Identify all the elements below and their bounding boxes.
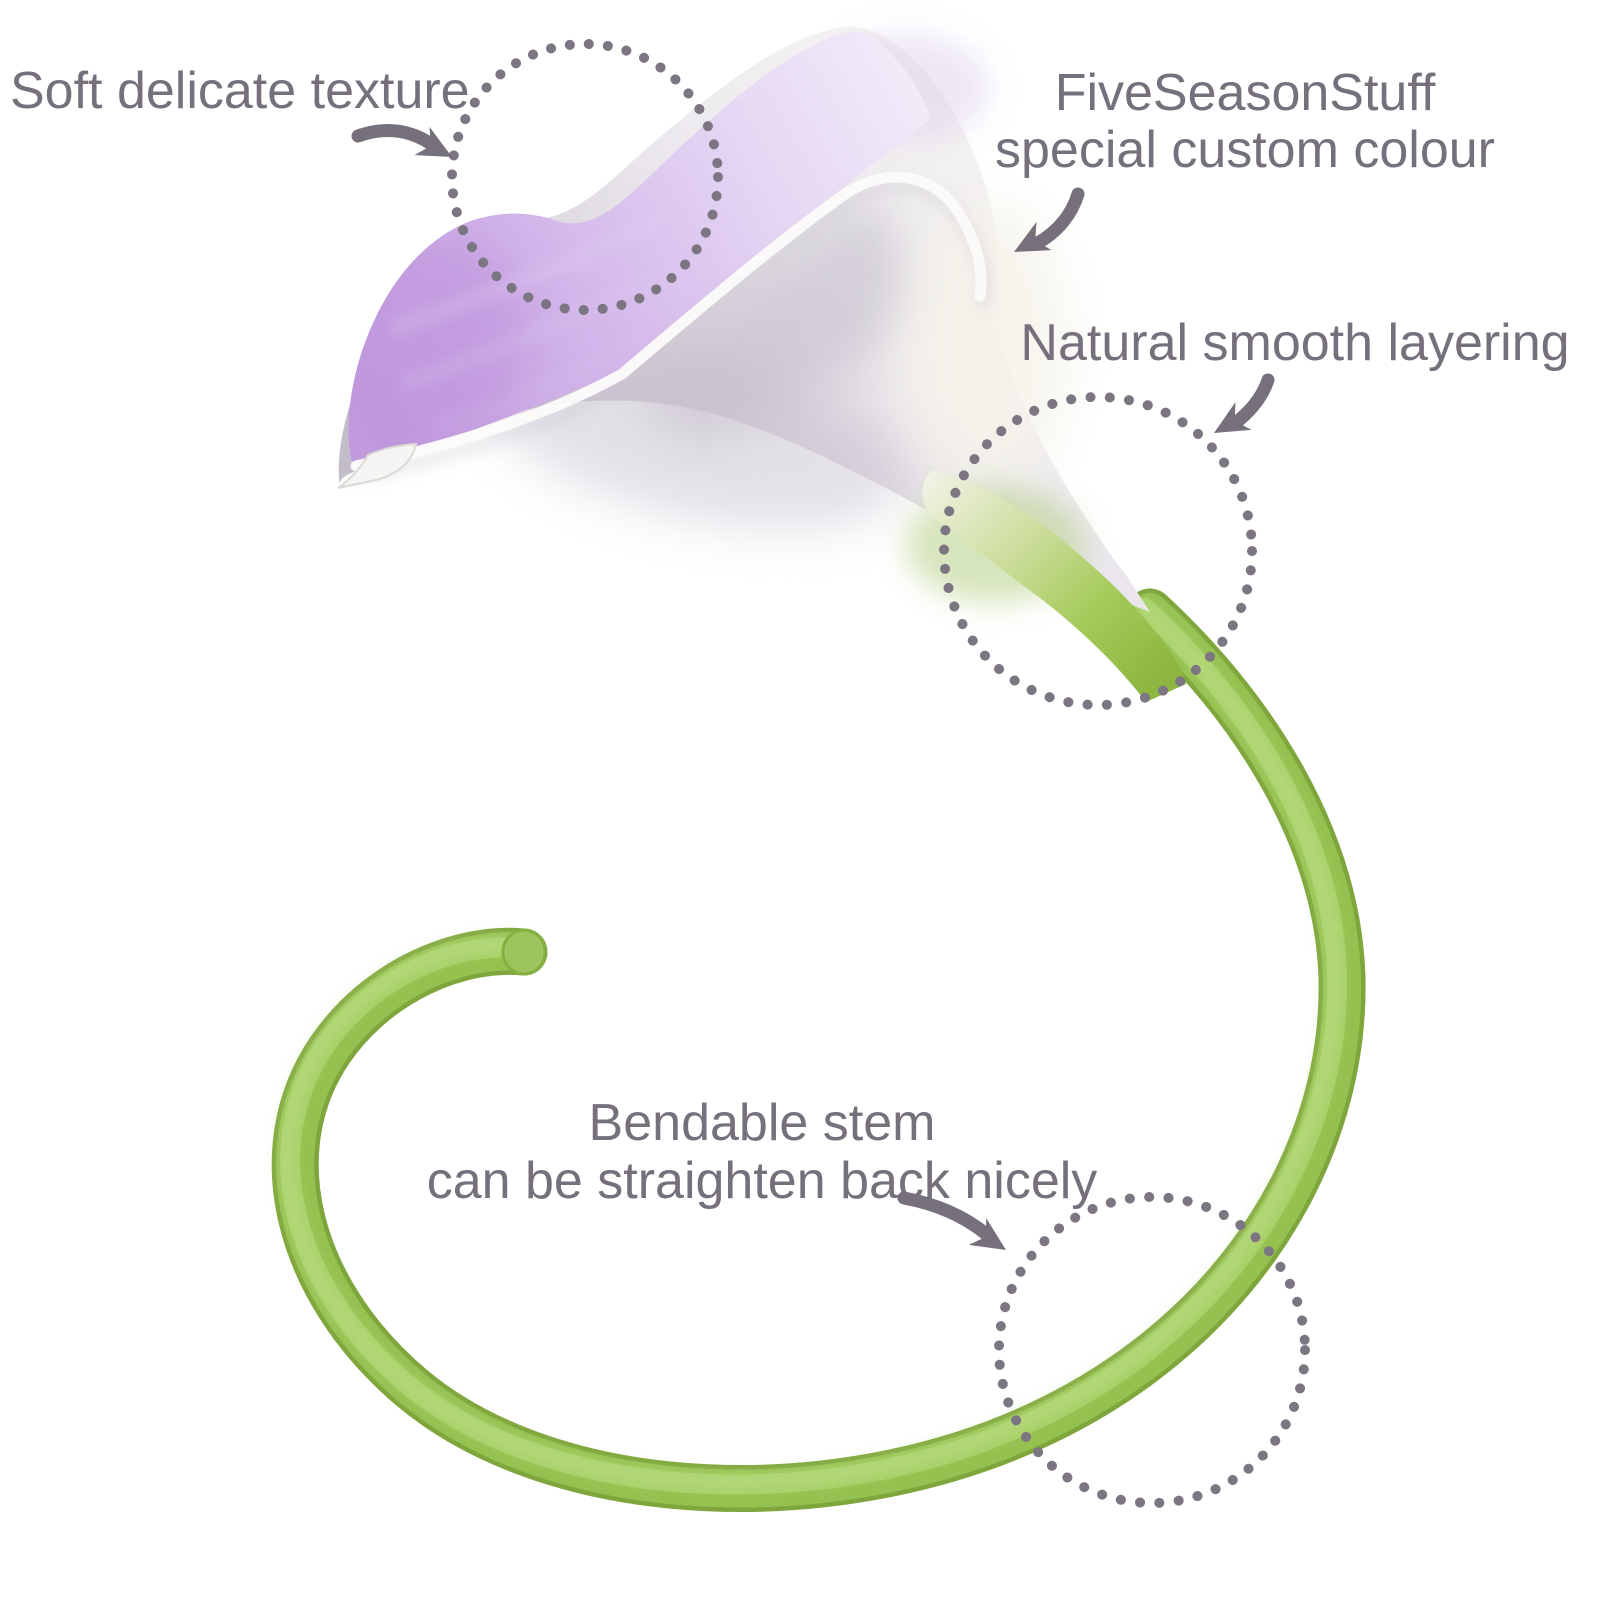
dotted-circle-bendable <box>994 1192 1310 1508</box>
label-brand-line1: FiveSeasonStuff <box>1055 64 1436 122</box>
dotted-circle-texture <box>447 39 723 315</box>
label-brand-line2: special custom colour <box>995 121 1495 179</box>
stem-sheen <box>281 599 1338 1485</box>
arrow-icon-bendable <box>897 1191 1006 1250</box>
arrow-icon-layering <box>1214 373 1275 433</box>
stem-path-outer <box>271 588 1366 1512</box>
stem-cut-tip <box>501 928 547 976</box>
flower-right-highlight <box>900 200 1070 500</box>
flower-head <box>337 26 1186 702</box>
label-bendable-stem-line2: can be straighten back nicely <box>427 1152 1098 1210</box>
arrow-icon-brand <box>1014 187 1085 252</box>
dotted-circle-layering <box>939 392 1257 710</box>
annotation-labels: Soft delicate texture FiveSeasonStuff sp… <box>10 62 1570 1210</box>
label-natural-smooth-layering: Natural smooth layering <box>1020 314 1569 372</box>
label-soft-delicate-texture: Soft delicate texture <box>10 62 470 120</box>
flower-rim <box>350 171 987 472</box>
annotation-arrows <box>351 124 1275 1250</box>
label-bendable-stem-line1: Bendable stem <box>589 1094 936 1152</box>
dotted-circles <box>447 39 1310 1508</box>
flower-green-base <box>922 470 1186 702</box>
flower-stem <box>271 588 1366 1512</box>
flower-tail <box>337 442 418 489</box>
arrow-icon-texture <box>351 124 452 157</box>
